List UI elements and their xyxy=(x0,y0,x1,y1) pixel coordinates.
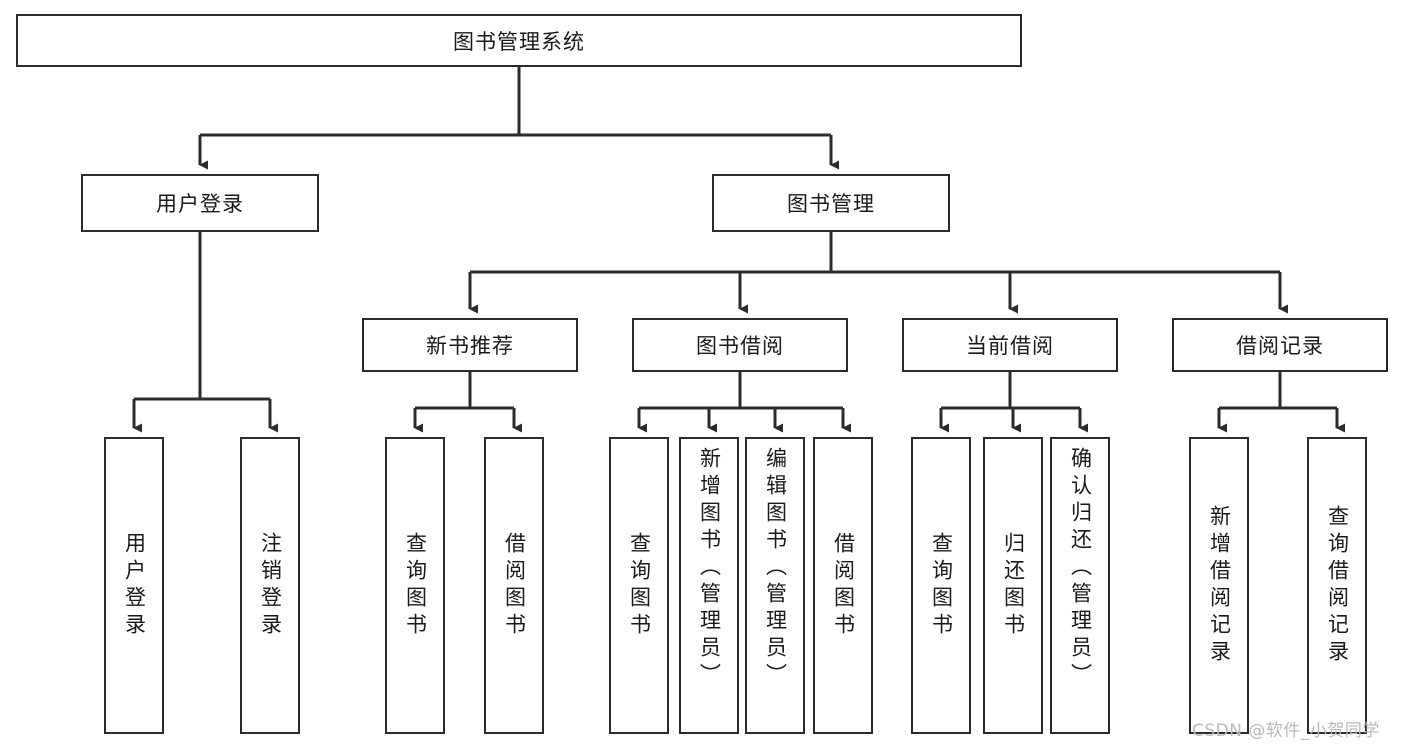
node-label: 归还图书 xyxy=(1001,531,1026,640)
watermark-csdn: CSDN @软件_小贺同学 xyxy=(1192,721,1380,741)
node-leaf-查询借阅记录[interactable]: 查询借阅记录 xyxy=(1307,437,1367,734)
node-leaf-借阅图书[interactable]: 借阅图书 xyxy=(813,437,873,734)
node-label: 借阅图书 xyxy=(831,531,856,640)
node-leaf-新增图书（管理员）[interactable]: 新增图书（管理员） xyxy=(679,437,739,734)
node-root-图书管理系统[interactable]: 图书管理系统 xyxy=(16,14,1022,67)
node-label: 图书借阅 xyxy=(696,334,784,358)
node-leaf-查询图书[interactable]: 查询图书 xyxy=(385,437,445,734)
node-label: 新增借阅记录 xyxy=(1207,504,1232,667)
node-level3-当前借阅[interactable]: 当前借阅 xyxy=(902,318,1118,372)
node-leaf-注销登录[interactable]: 注销登录 xyxy=(240,437,300,734)
node-level3-新书推荐[interactable]: 新书推荐 xyxy=(362,318,578,372)
node-leaf-用户登录[interactable]: 用户登录 xyxy=(104,437,164,734)
node-label: 编辑图书（管理员） xyxy=(763,447,788,690)
node-leaf-查询图书[interactable]: 查询图书 xyxy=(609,437,669,734)
node-level3-借阅记录[interactable]: 借阅记录 xyxy=(1172,318,1388,372)
node-label: 借阅图书 xyxy=(502,531,527,640)
node-level3-图书借阅[interactable]: 图书借阅 xyxy=(632,318,848,372)
node-leaf-编辑图书（管理员）[interactable]: 编辑图书（管理员） xyxy=(745,437,805,734)
node-label: 借阅记录 xyxy=(1236,334,1324,358)
node-leaf-归还图书[interactable]: 归还图书 xyxy=(983,437,1043,734)
node-leaf-查询图书[interactable]: 查询图书 xyxy=(911,437,971,734)
node-label: 查询图书 xyxy=(929,531,954,640)
node-label: 新书推荐 xyxy=(426,334,514,358)
node-level2-用户登录[interactable]: 用户登录 xyxy=(81,174,319,232)
node-label: 查询图书 xyxy=(403,531,428,640)
node-leaf-新增借阅记录[interactable]: 新增借阅记录 xyxy=(1189,437,1249,734)
node-label: 图书管理 xyxy=(787,192,875,216)
node-label: 用户登录 xyxy=(122,531,147,640)
node-label: 查询借阅记录 xyxy=(1325,504,1350,667)
node-label: 查询图书 xyxy=(627,531,652,640)
node-leaf-确认归还（管理员）[interactable]: 确认归还（管理员） xyxy=(1050,437,1110,734)
node-label: 当前借阅 xyxy=(966,334,1054,358)
node-level2-图书管理[interactable]: 图书管理 xyxy=(712,174,950,232)
node-leaf-借阅图书[interactable]: 借阅图书 xyxy=(484,437,544,734)
node-label: 用户登录 xyxy=(156,192,244,216)
node-label: 确认归还（管理员） xyxy=(1068,447,1093,690)
node-label: 图书管理系统 xyxy=(453,29,585,54)
node-label: 注销登录 xyxy=(258,531,283,640)
node-label: 新增图书（管理员） xyxy=(697,447,722,690)
